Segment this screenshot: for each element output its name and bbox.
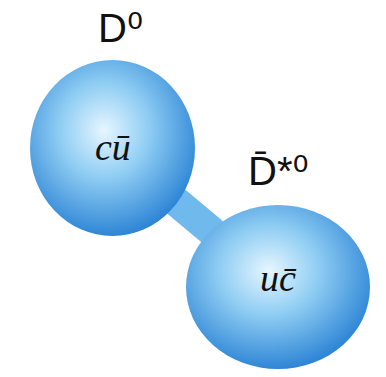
particle-name: D⁰ (98, 6, 143, 50)
particle-name: D̄*⁰ (248, 149, 309, 193)
blob-neck (177, 202, 211, 230)
particle-blob: D⁰cū (30, 60, 195, 236)
quark-content: uc̄ (260, 258, 296, 300)
blob-fill (30, 60, 195, 236)
blob-fill (186, 205, 370, 369)
quark-content: cū (95, 127, 131, 169)
particle-blob: D̄*⁰uc̄ (186, 205, 370, 369)
